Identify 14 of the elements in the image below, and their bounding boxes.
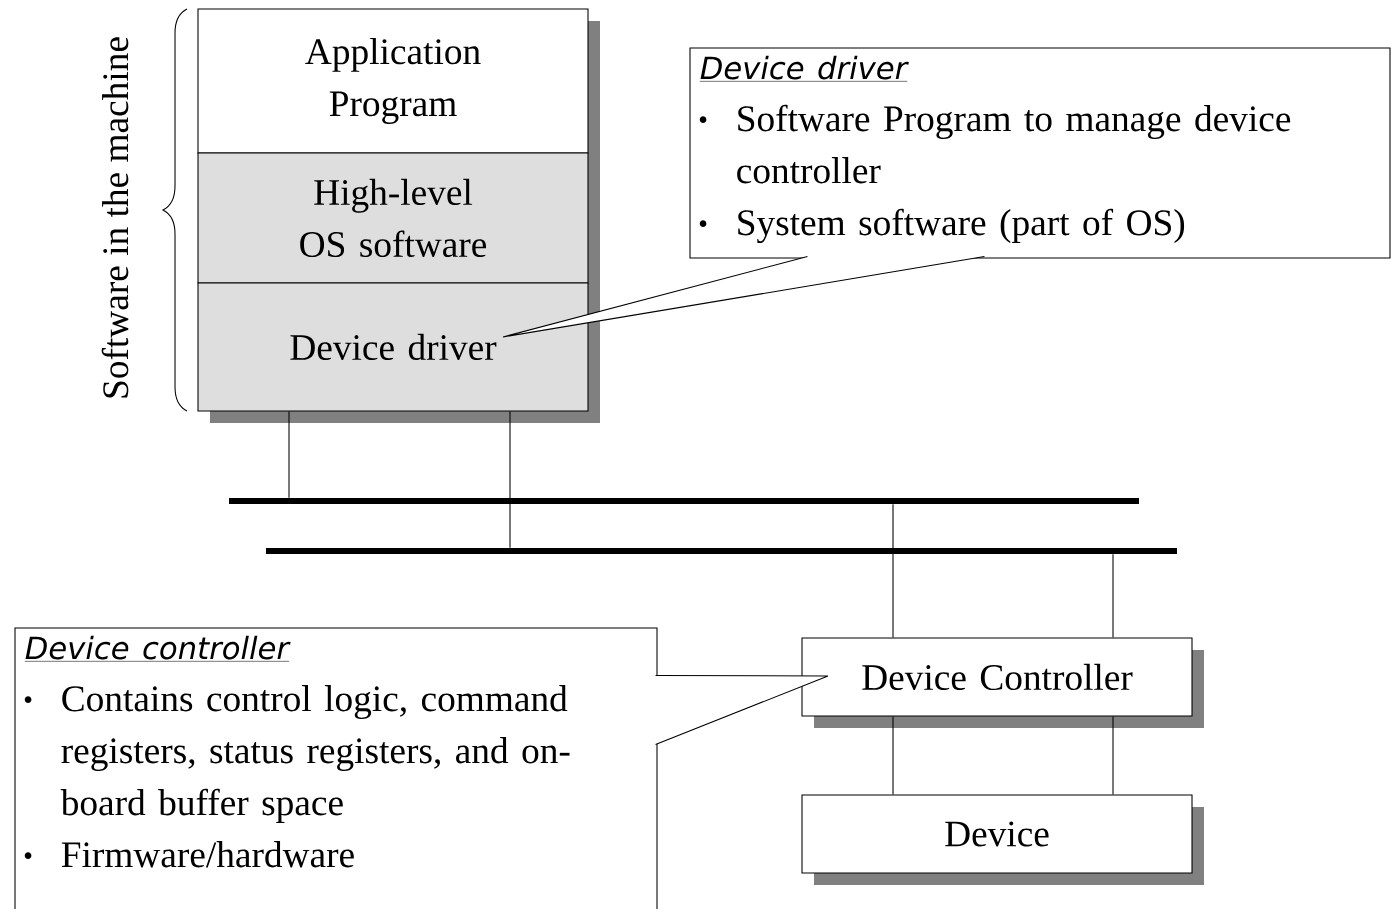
connector-line bbox=[1112, 716, 1114, 795]
callout-pointer bbox=[502, 256, 985, 338]
connector-line bbox=[509, 411, 511, 549]
layer-box: Application Program bbox=[197, 8, 589, 154]
axis-label: Software in the machine bbox=[101, 37, 129, 398]
connector-line bbox=[288, 411, 290, 499]
device-box: Device bbox=[801, 794, 1193, 874]
connector-line bbox=[892, 716, 894, 795]
callout-box: Device controller Contains control logic, command registers, status registers, and on-board buffer space Firmware/hardware bbox=[14, 627, 658, 909]
layer-box: High-level OS software bbox=[197, 152, 589, 284]
callout-pointer bbox=[655, 674, 829, 745]
connector-line bbox=[892, 503, 894, 638]
layer-box: Device driver bbox=[197, 282, 589, 412]
connector-line bbox=[1112, 553, 1114, 638]
